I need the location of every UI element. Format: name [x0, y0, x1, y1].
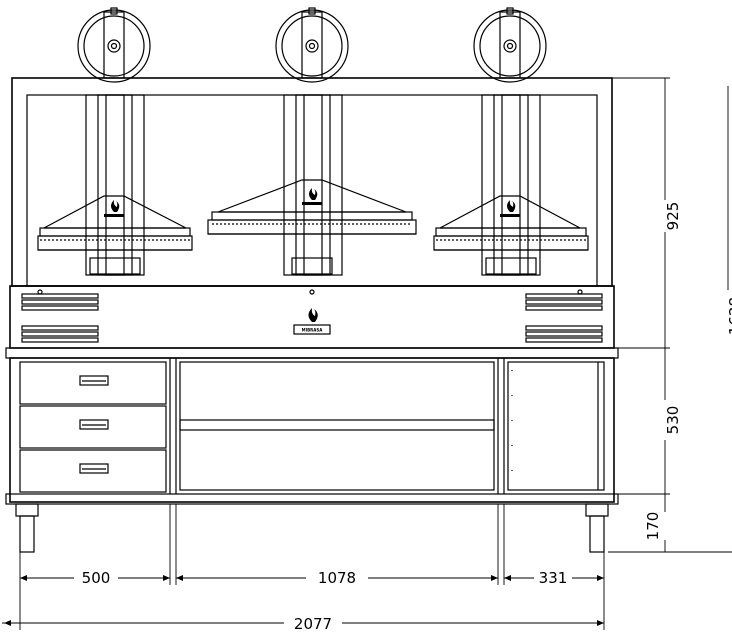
flame-logo-left: [104, 200, 124, 217]
side-compartment[interactable]: [507, 361, 605, 491]
drawer-middle[interactable]: [19, 405, 167, 449]
leg-right: [585, 503, 609, 553]
crank-wheel-left[interactable]: [77, 7, 151, 83]
center-compartment[interactable]: [179, 361, 495, 491]
crank-wheel-center[interactable]: [275, 7, 349, 83]
upper-frame: [11, 77, 613, 287]
leg-left: [15, 503, 39, 553]
columns: [85, 94, 541, 276]
dim-drawer-width: 500: [82, 569, 111, 587]
dimension-arrows: [4, 575, 604, 626]
grill-hood-left[interactable]: [37, 195, 193, 275]
drawer-bottom[interactable]: [19, 449, 167, 493]
grill-hood-right[interactable]: [433, 195, 589, 275]
drawer-top[interactable]: [19, 361, 167, 405]
dim-center-width: 1078: [318, 569, 356, 587]
dim-cabinet-height: 530: [664, 406, 682, 435]
dim-total-width: 2077: [294, 615, 332, 632]
grill-hood-center[interactable]: [207, 179, 417, 275]
brand-logo-text: MIBRASA: [302, 328, 324, 333]
crank-wheel-right[interactable]: [473, 7, 547, 83]
brand-logo: MIBRASA: [293, 308, 331, 335]
dim-hood-height: 925: [664, 202, 682, 231]
dim-side-width: 331: [539, 569, 568, 587]
dim-overall-height: 1628: [726, 297, 732, 335]
vent-grille-left: [21, 293, 99, 343]
dim-leg-height: 170: [644, 512, 662, 541]
flame-logo-right: [500, 200, 520, 217]
dimension-lines: [2, 77, 732, 630]
base-cabinet: [5, 357, 619, 505]
vent-grille-right: [525, 293, 603, 343]
flame-logo-center: [302, 188, 322, 205]
